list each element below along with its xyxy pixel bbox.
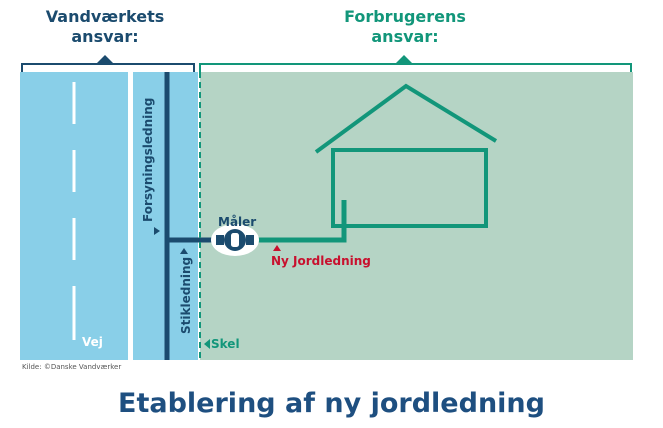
new-ground-pipe	[254, 200, 347, 243]
page-title: Etablering af ny jordledning	[118, 388, 545, 419]
new-pipe-label-arrow	[273, 245, 281, 251]
supply-line-label: Forsyningsledning	[141, 98, 155, 222]
new-pipe-label: Ny Jordledning	[271, 254, 371, 268]
consumer-responsibility-label-line1: Forbrugerens	[344, 7, 466, 26]
meter-connector-right	[246, 235, 254, 245]
meter-connector-left	[216, 235, 224, 245]
water-responsibility-diagram: Vandværkets ansvar: Forbrugerens ansvar:…	[20, 7, 633, 371]
property-area	[200, 72, 633, 360]
consumer-bracket-arrow	[395, 55, 413, 64]
consumer-responsibility-label-line2: ansvar:	[371, 27, 438, 46]
utility-bracket-arrow	[96, 55, 114, 64]
road-label: Vej	[82, 335, 103, 349]
consumer-bracket	[199, 63, 632, 72]
utility-responsibility-label-line1: Vandværkets	[46, 7, 164, 26]
meter-icon-window	[231, 233, 239, 247]
boundary-label-arrow	[204, 339, 210, 349]
utility-responsibility-label-line2: ansvar:	[71, 27, 138, 46]
meter-label: Måler	[218, 215, 256, 229]
house-roof	[314, 83, 498, 154]
boundary-label: Skel	[211, 337, 240, 351]
house-body	[331, 148, 488, 228]
service-pipe-label-arrow	[180, 248, 188, 254]
supply-line-label-arrow	[154, 227, 160, 235]
source-credit: Kilde: ©Danske Vandværker	[22, 363, 121, 371]
utility-bracket	[21, 63, 195, 72]
service-pipe-label: Stikledning	[179, 257, 193, 334]
